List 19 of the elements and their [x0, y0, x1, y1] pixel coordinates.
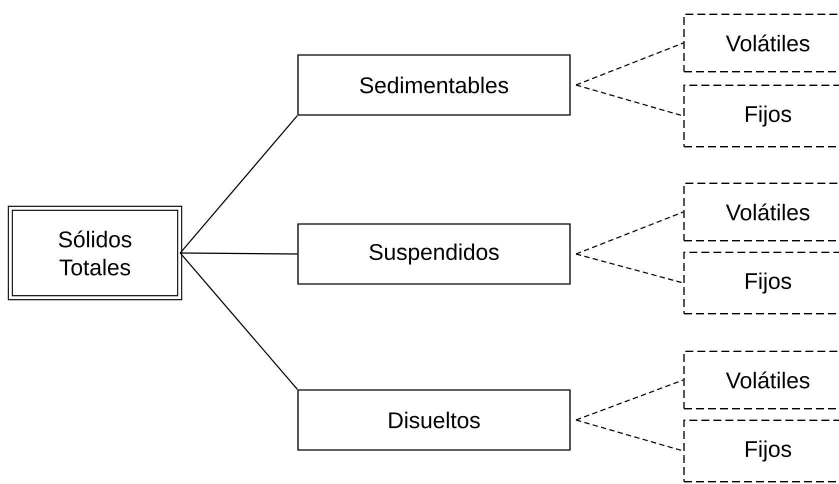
connector-line [180, 115, 298, 254]
category-box: Suspendidos [297, 223, 571, 285]
dashed-connector [576, 379, 684, 421]
dashed-connector [576, 211, 684, 255]
subcategory-box: Fijos [683, 84, 839, 148]
connector-line [180, 252, 298, 255]
category-box: Disueltos [297, 389, 571, 451]
category-box: Sedimentables [297, 54, 571, 116]
subcategory-box: Fijos [683, 252, 839, 314]
dashed-connector [576, 42, 684, 86]
subcategory-box: Fijos [683, 420, 839, 482]
subcategory-box: Volátiles [683, 350, 839, 410]
subcategory-box: Volátiles [683, 182, 839, 242]
root-box: Sólidos Totales [8, 206, 182, 300]
subcategory-box: Volátiles [683, 14, 839, 72]
dashed-connector [576, 253, 684, 284]
dashed-connector [576, 84, 684, 117]
connector-line [180, 252, 298, 390]
dashed-connector [576, 419, 684, 452]
